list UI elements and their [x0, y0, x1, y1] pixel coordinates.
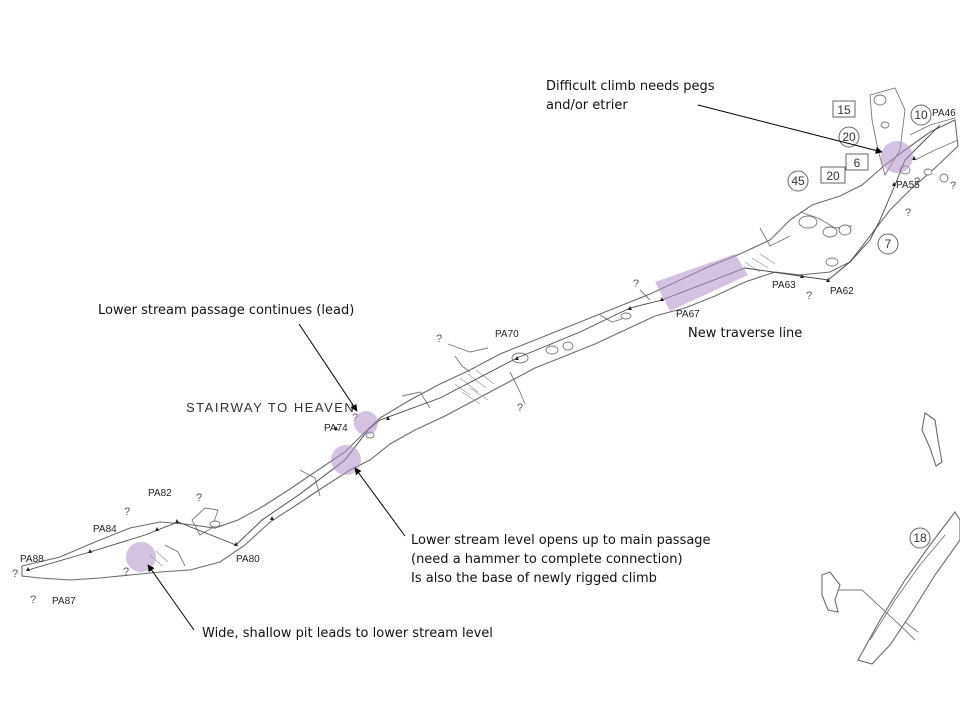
- station-labels: PA46 PA55 PA62 PA63 PA67 PA70 PA74 PA80 …: [20, 108, 956, 607]
- lower-stream-lead-arrow: [298, 323, 358, 412]
- station-markers: [26, 156, 916, 571]
- survey-line: [27, 124, 941, 571]
- station-label: PA80: [236, 554, 260, 565]
- difficult-climb-highlight: [881, 141, 913, 173]
- lower-stream-level-arrow: [354, 467, 406, 537]
- depth-box-20: [820, 166, 846, 184]
- shallow-pit-highlight: [126, 542, 156, 572]
- lower-stream-passage-note: Lower stream passage continues (lead): [98, 301, 354, 320]
- depth-circle-45: [787, 170, 809, 192]
- highlight-overlays: [126, 141, 913, 572]
- station-label: PA70: [495, 329, 519, 340]
- depth-circle-label: 7: [885, 237, 892, 251]
- callout-arrows: [147, 104, 883, 631]
- question-mark: ?: [517, 402, 523, 414]
- lower-right-lines: [838, 534, 946, 641]
- question-mark: ?: [12, 568, 18, 580]
- note-line: New traverse line: [688, 326, 803, 341]
- depth-circle-label: 18: [913, 531, 927, 545]
- depth-box-label: 20: [826, 169, 840, 183]
- new-traverse-note: New traverse line: [688, 324, 802, 343]
- depth-circle-label: 10: [914, 108, 928, 122]
- difficult-climb-note: Difficult climb needs pegs and/or etrier: [546, 77, 715, 115]
- note-line: Difficult climb needs pegs: [546, 79, 715, 94]
- note-line: Lower stream passage continues (lead): [98, 303, 355, 318]
- difficult-climb-arrow: [697, 104, 883, 154]
- depth-circle-7: [877, 233, 899, 255]
- depth-circle-label: 45: [791, 174, 805, 188]
- question-mark: ?: [914, 176, 920, 188]
- lower-stream-level-highlight: [331, 445, 361, 475]
- main-passage: [21, 119, 959, 581]
- question-mark: ?: [436, 333, 442, 345]
- shallow-pit-arrow: [147, 564, 195, 631]
- station-label: PA88: [20, 554, 44, 565]
- depth-circle-18: [909, 527, 931, 549]
- question-mark: ?: [806, 290, 812, 302]
- depth-box-label: 15: [837, 103, 851, 117]
- station-label: PA67: [676, 309, 700, 320]
- lower-stream-level-note: Lower stream level opens up to main pass…: [411, 531, 711, 588]
- station-label: PA82: [148, 488, 172, 499]
- lower-right-passage: [821, 412, 960, 665]
- station-label: PA74: [324, 423, 348, 434]
- station-label: PA46: [932, 108, 956, 119]
- station-label: PA84: [93, 524, 117, 535]
- lower-stream-lead-highlight: [354, 411, 378, 435]
- depth-circle-10: [910, 104, 932, 126]
- question-mark: ?: [950, 180, 956, 192]
- note-line: Wide, shallow pit leads to lower stream …: [202, 626, 493, 641]
- question-mark: ?: [905, 207, 911, 219]
- question-mark: ?: [30, 594, 36, 606]
- depth-box-label: 6: [854, 156, 861, 170]
- question-mark: ?: [196, 492, 202, 504]
- question-mark: ?: [124, 506, 130, 518]
- question-mark: ?: [123, 566, 129, 578]
- question-mark: ?: [352, 412, 358, 424]
- station-label: PA62: [830, 286, 854, 297]
- note-line: Is also the base of newly rigged climb: [411, 571, 657, 586]
- note-line: and/or etrier: [546, 98, 628, 113]
- station-label: PA55: [896, 180, 920, 191]
- question-mark: ?: [633, 278, 639, 290]
- station-label: PA63: [772, 280, 796, 291]
- place-name-label: STAIRWAY TO HEAVEN: [186, 400, 355, 415]
- new-traverse-highlight: [655, 254, 748, 311]
- depth-box-15: [832, 100, 856, 118]
- unexplored-lead-marks: ? ? ? ? ? ? ? ? ? ? ? ? ?: [12, 176, 956, 606]
- note-line: (need a hammer to complete connection): [411, 552, 683, 567]
- depth-circle-label: 20: [842, 130, 856, 144]
- note-line: Lower stream level opens up to main pass…: [411, 533, 711, 548]
- circled-depth-markers: [787, 104, 932, 549]
- boxed-depth-markers: [820, 100, 869, 184]
- shallow-pit-note: Wide, shallow pit leads to lower stream …: [202, 624, 493, 643]
- depth-box-6: [845, 153, 869, 171]
- station-label: PA87: [52, 596, 76, 607]
